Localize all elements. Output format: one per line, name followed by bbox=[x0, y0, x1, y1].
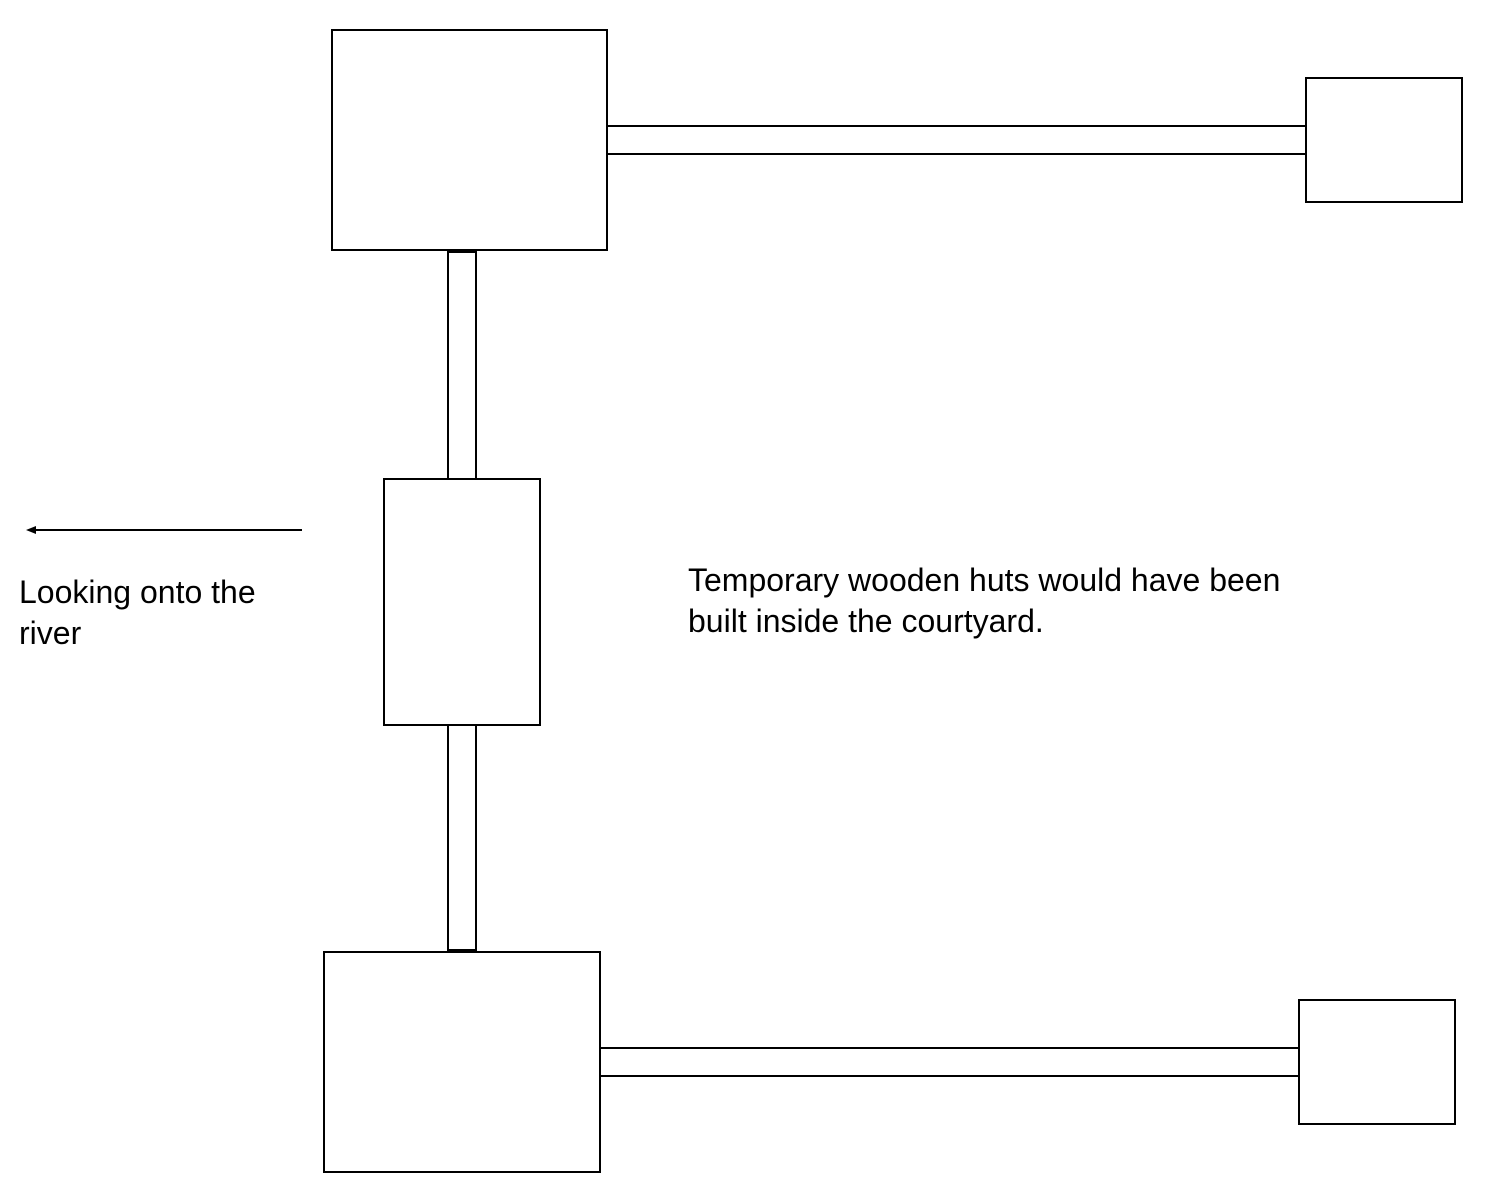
tower-bottom-left bbox=[323, 951, 601, 1173]
tower-top-right bbox=[1305, 77, 1463, 203]
wall-bottom bbox=[599, 1047, 1300, 1077]
courtyard-note-line-1: Temporary wooden huts would have been bbox=[688, 562, 1281, 598]
tower-top-left bbox=[331, 29, 608, 251]
courtyard-note: Temporary wooden huts would have been bu… bbox=[688, 560, 1280, 642]
river-direction-arrow-icon bbox=[26, 526, 302, 534]
wall-top bbox=[606, 125, 1307, 155]
wall-west-lower bbox=[447, 724, 477, 951]
wall-west-upper bbox=[447, 251, 477, 480]
tower-bottom-right bbox=[1298, 999, 1456, 1125]
river-label-line-2: river bbox=[19, 615, 82, 651]
gatehouse bbox=[383, 478, 541, 726]
river-label-line-1: Looking onto the bbox=[19, 574, 256, 610]
courtyard-note-line-2: built inside the courtyard. bbox=[688, 603, 1044, 639]
river-label: Looking onto the river bbox=[19, 572, 256, 654]
